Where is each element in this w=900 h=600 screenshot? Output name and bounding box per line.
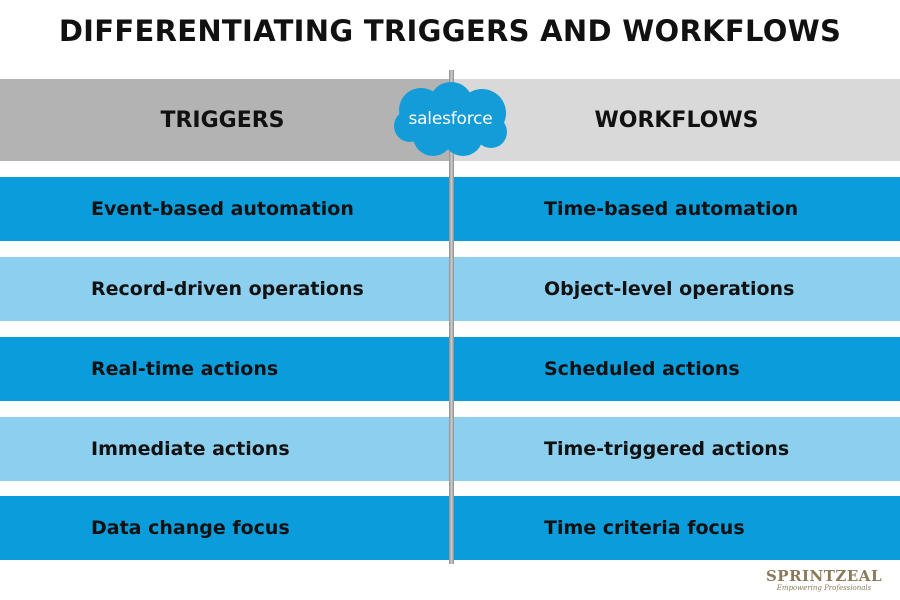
workflow-feature: Time-triggered actions bbox=[544, 438, 790, 460]
trigger-feature: Immediate actions bbox=[91, 438, 290, 460]
trigger-feature: Record-driven operations bbox=[91, 278, 364, 300]
page-title: DIFFERENTIATING TRIGGERS AND WORKFLOWS bbox=[58, 14, 842, 48]
brand-tagline: Empowering Professionals bbox=[776, 584, 872, 592]
workflow-feature: Time criteria focus bbox=[544, 517, 745, 539]
workflow-feature: Time-based automation bbox=[544, 198, 799, 220]
triggers-header: TRIGGERS bbox=[0, 79, 451, 161]
workflows-header: WORKFLOWS bbox=[451, 79, 900, 161]
workflow-feature: Scheduled actions bbox=[544, 358, 740, 380]
workflows-header-label: WORKFLOWS bbox=[594, 107, 759, 133]
triggers-header-label: TRIGGERS bbox=[160, 107, 285, 133]
sprintzeal-brand: SPRINTZEAL Empowering Professionals bbox=[766, 567, 882, 592]
brand-name: SPRINTZEAL bbox=[765, 567, 882, 585]
logo-wordmark: salesforce bbox=[408, 109, 493, 129]
salesforce-logo: salesforce bbox=[391, 80, 510, 160]
trigger-feature: Real-time actions bbox=[91, 358, 279, 380]
trigger-feature: Event-based automation bbox=[91, 198, 354, 220]
salesforce-cloud-icon bbox=[394, 82, 507, 156]
workflow-feature: Object-level operations bbox=[544, 278, 795, 300]
trigger-feature: Data change focus bbox=[91, 517, 290, 539]
column-divider bbox=[449, 70, 454, 564]
